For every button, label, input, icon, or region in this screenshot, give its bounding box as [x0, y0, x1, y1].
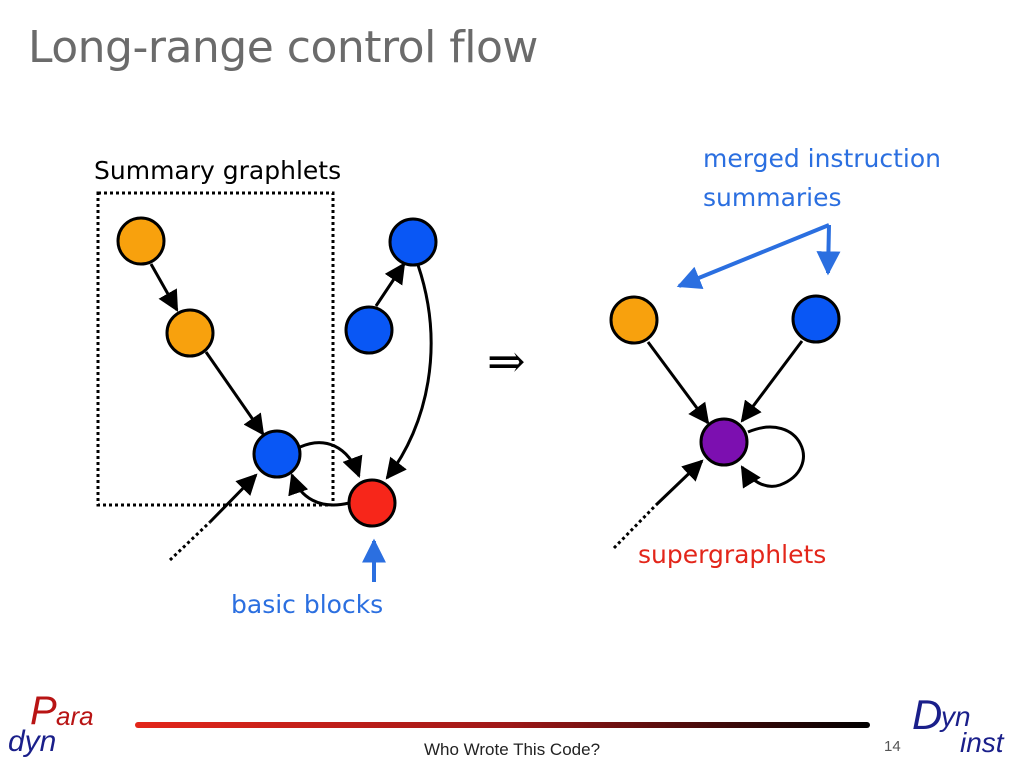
node-blue-right	[791, 294, 841, 344]
merged-summary-arrow-right	[816, 224, 841, 276]
implies-icon: ⇒	[487, 334, 526, 388]
node-red	[347, 478, 397, 528]
edge-blue-top-to-red	[385, 264, 433, 480]
node-orange-right	[609, 295, 659, 345]
paradyn-logo: P ara dyn	[8, 689, 118, 763]
node-orange-top	[116, 216, 166, 266]
dyninst-logo: D yn inst	[912, 691, 1022, 765]
edge-orange-right-to-purple	[646, 341, 710, 425]
node-purple-supergraphlet	[699, 417, 749, 467]
summary-graphlets-label: Summary graphlets	[94, 156, 342, 185]
page-number: 14	[884, 738, 901, 755]
edge-incoming-solid-right	[654, 459, 704, 507]
edge-incoming-solid-left	[208, 473, 258, 524]
node-blue-center	[252, 429, 302, 479]
supergraphlets-label: supergraphlets	[638, 540, 827, 569]
summary-graphlet-box	[96, 191, 335, 507]
paradyn-logo-big-letter: P	[30, 689, 57, 733]
merged-summary-arrow-left	[676, 223, 830, 289]
edge-blue-small-to-blue-top	[374, 262, 406, 307]
dyninst-logo-big-letter: D	[912, 691, 943, 738]
edge-orange1-orange2	[149, 263, 179, 312]
edge-incoming-dotted-left	[168, 520, 212, 562]
slide-title: Long-range control flow	[28, 22, 538, 73]
node-blue-top-right	[388, 217, 438, 267]
dyninst-logo-second-line: inst	[960, 727, 1004, 758]
node-blue-small	[344, 305, 394, 355]
edge-purple-self-loop	[740, 425, 805, 489]
paradyn-logo-second-line: dyn	[8, 725, 57, 758]
dyninst-logo-rest: yn	[941, 701, 971, 732]
edge-orange2-blue-center	[204, 351, 265, 436]
edge-red-to-blue-center	[288, 473, 350, 507]
basic-blocks-label: basic blocks	[231, 590, 384, 619]
edge-blue-center-to-red	[299, 441, 363, 478]
paradyn-logo-rest: ara	[56, 701, 94, 731]
summaries-label: summaries	[703, 183, 842, 212]
merged-instruction-label: merged instruction	[703, 144, 942, 173]
footer-divider	[135, 722, 870, 728]
footer-title: Who Wrote This Code?	[423, 740, 601, 759]
edge-incoming-dotted-right	[612, 503, 658, 550]
edge-blue-right-to-purple	[740, 340, 804, 423]
node-orange-middle	[165, 308, 215, 358]
